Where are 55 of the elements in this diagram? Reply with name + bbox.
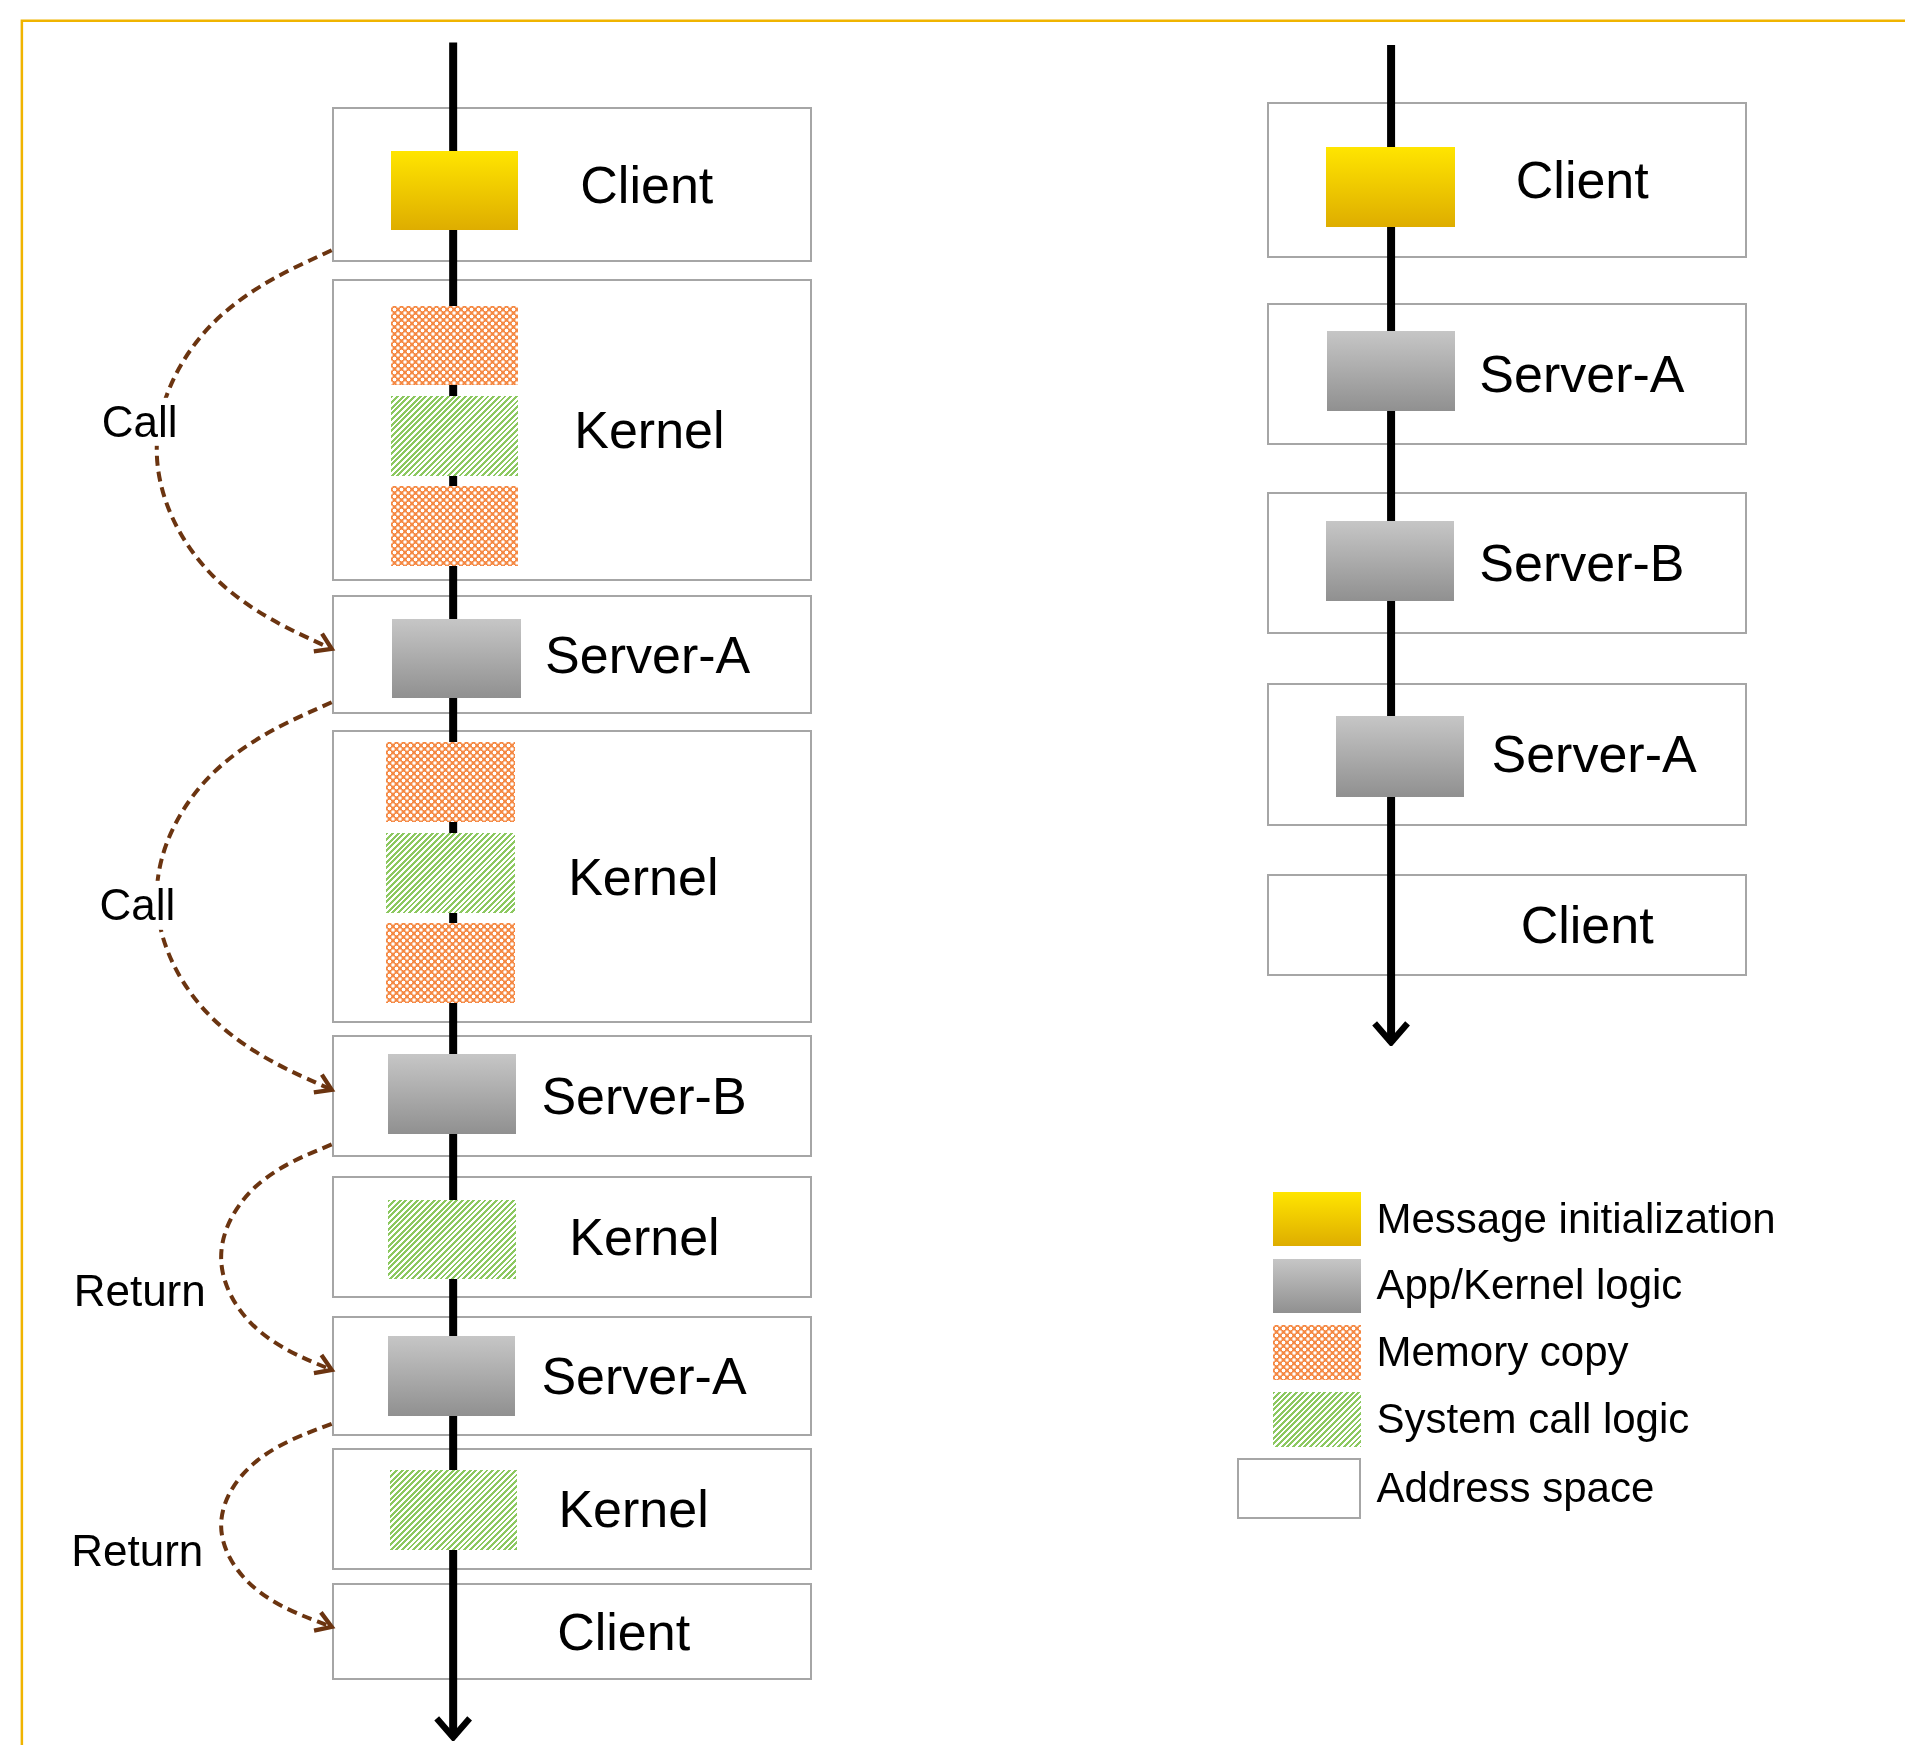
address-space-box [331, 1448, 812, 1570]
address-space-label: Kernel [568, 846, 719, 908]
memory-copy-block [385, 922, 515, 1004]
memory-copy-block [390, 305, 519, 385]
logic-block [388, 1335, 515, 1417]
address-space-label: Kernel [569, 1206, 720, 1268]
logic-block [1335, 716, 1464, 797]
legend-label: Memory copy [1376, 1329, 1629, 1376]
address-space-label: Client [580, 154, 714, 216]
legend-label: Message initialization [1376, 1195, 1776, 1242]
address-space-box [1267, 873, 1748, 976]
legend-label: System call logic [1376, 1395, 1690, 1443]
address-space-box [1267, 102, 1748, 258]
address-space-box [331, 1583, 812, 1681]
edge-label: Call [101, 397, 178, 446]
address-space-label: Server-B [1479, 533, 1685, 595]
address-space-box [331, 106, 812, 263]
memory-copy-block [385, 741, 515, 823]
syscall-block [388, 1199, 516, 1279]
logic-block [1326, 520, 1454, 601]
syscall-block [385, 833, 515, 914]
address-space-box [331, 1315, 812, 1436]
edge-label: Call [99, 880, 176, 930]
address-space-label: Kernel [574, 400, 725, 462]
address-space-label: Server-A [1479, 343, 1685, 405]
address-space-label: Server-A [545, 624, 751, 686]
address-space-label: Server-A [1491, 724, 1697, 786]
address-space-box [1267, 492, 1748, 635]
address-space-label: Server-A [541, 1345, 747, 1407]
curved-arrow [219, 1142, 334, 1376]
curved-arrow [154, 700, 334, 1095]
logic-block [1327, 331, 1456, 412]
curved-arrow [154, 248, 334, 654]
logic-block [392, 619, 521, 699]
address-space-box [331, 730, 812, 1023]
address-space-label: Client [557, 1601, 691, 1663]
address-space-label: Client [1520, 894, 1654, 956]
address-space-box [1267, 302, 1748, 445]
memory-copy-block [390, 485, 519, 566]
logic-block [388, 1054, 516, 1135]
legend-label: App/Kernel logic [1376, 1262, 1683, 1309]
address-space-box [331, 1176, 812, 1298]
syscall-block [389, 1469, 518, 1550]
address-space-box [331, 279, 812, 581]
address-space-label: Client [1515, 149, 1649, 211]
legend-label: Address space [1376, 1465, 1655, 1512]
address-space-box [1267, 682, 1748, 827]
address-space-box [331, 595, 812, 715]
message-init-block [390, 151, 519, 231]
syscall-block [390, 395, 519, 476]
curved-arrow [219, 1422, 334, 1633]
address-space-box [331, 1035, 812, 1157]
message-init-block [1326, 146, 1456, 227]
address-space-label: Kernel [558, 1478, 709, 1540]
address-space-label: Server-B [541, 1065, 747, 1127]
